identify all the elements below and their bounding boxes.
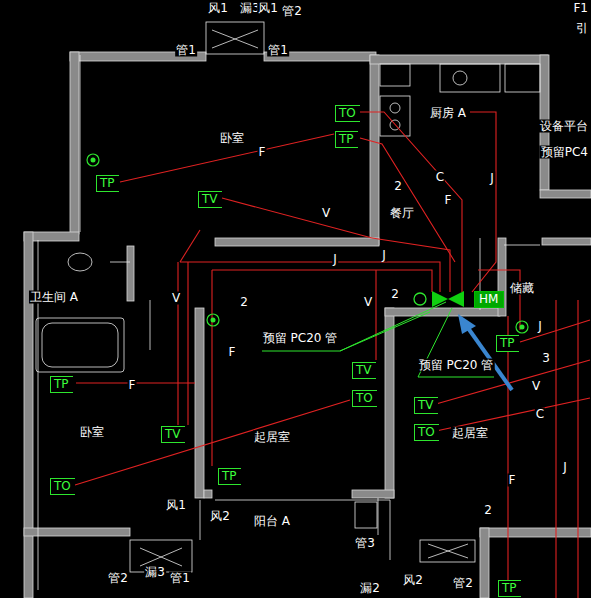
plan-label: 管1 bbox=[175, 44, 197, 57]
plan-label: V bbox=[363, 296, 373, 309]
plan-label: 管2 bbox=[452, 577, 474, 590]
plan-label: 卧室 bbox=[79, 426, 105, 439]
outlet-symbol: TP bbox=[335, 131, 358, 148]
plan-label: 预留 PC20 管 bbox=[262, 332, 339, 345]
plan-label: 3 bbox=[541, 352, 551, 365]
plan-label: C bbox=[435, 171, 445, 184]
walls bbox=[24, 52, 591, 598]
outlet-symbol: TO bbox=[414, 424, 439, 441]
outlet-symbol: TP bbox=[496, 335, 519, 352]
outlet-code: HM bbox=[479, 292, 498, 306]
plan-label: 风1 bbox=[207, 2, 229, 15]
outlet-symbol: TO bbox=[335, 105, 360, 122]
plan-label: 卧室 bbox=[219, 132, 245, 145]
plan-label: 风1 bbox=[165, 499, 187, 512]
outlet-code: TP bbox=[339, 132, 354, 146]
plan-label: F1 bbox=[572, 1, 589, 14]
plan-label: 管2 bbox=[107, 572, 129, 585]
outlet-code: TO bbox=[339, 106, 356, 120]
plan-label: 漏3 bbox=[144, 566, 166, 579]
plan-label: J bbox=[537, 320, 543, 333]
outlet-code: TV bbox=[418, 398, 434, 412]
plan-label: 管1 bbox=[267, 44, 289, 57]
outlet-symbol: TP bbox=[498, 580, 521, 597]
plan-label: V bbox=[531, 380, 541, 393]
plan-label: 起居室 bbox=[253, 431, 291, 444]
plan-label: 管1 bbox=[169, 572, 191, 585]
plan-label: 餐厅 bbox=[389, 207, 415, 220]
outlet-symbol: TP bbox=[96, 175, 119, 192]
plan-label: 2 bbox=[483, 504, 493, 517]
outlet-symbol: TO bbox=[50, 478, 75, 495]
plan-label: F bbox=[228, 346, 237, 359]
plan-label: 预留 PC20 管 bbox=[418, 359, 495, 372]
plan-label: J bbox=[381, 249, 387, 262]
outlet-code: TP bbox=[502, 581, 517, 595]
plan-label: 储藏 bbox=[509, 282, 535, 295]
plan-label: 漏2 bbox=[359, 582, 381, 595]
plan-label: 阳台 A bbox=[253, 515, 291, 528]
plan-label: 2 bbox=[239, 296, 249, 309]
fixtures bbox=[36, 22, 540, 590]
plan-label: V bbox=[171, 292, 181, 305]
plan-label: 风1 bbox=[257, 1, 279, 14]
plan-label: 厨房 A bbox=[429, 107, 467, 120]
plan-label: 起居室 bbox=[451, 427, 489, 440]
plan-label: 管3 bbox=[354, 537, 376, 550]
plan-label: J bbox=[332, 253, 338, 266]
plan-label: 卫生间 A bbox=[29, 291, 79, 304]
plan-label: C bbox=[535, 408, 545, 421]
plan-label: V bbox=[321, 207, 331, 220]
plan-label: 管2 bbox=[281, 5, 303, 18]
plan-label: 2 bbox=[390, 288, 400, 301]
outlet-code: TP bbox=[500, 336, 515, 350]
plan-label: J bbox=[489, 172, 495, 185]
plan-label: 风2 bbox=[402, 574, 424, 587]
outlet-code: TO bbox=[54, 479, 71, 493]
symbols bbox=[87, 108, 528, 390]
plan-label: 风2 bbox=[209, 510, 231, 523]
outlet-code: TV bbox=[165, 427, 181, 441]
wires bbox=[75, 112, 590, 598]
plan-label: F bbox=[444, 194, 453, 207]
outlet-symbol: TV bbox=[161, 426, 185, 443]
outlet-symbol: TV bbox=[198, 191, 222, 208]
outlet-symbol: TV bbox=[414, 397, 438, 414]
outlet-code: TV bbox=[202, 192, 218, 206]
outlet-symbol: HM bbox=[474, 291, 504, 308]
outlet-code: TP bbox=[54, 377, 69, 391]
plan-label: 预留PC4 bbox=[540, 146, 589, 159]
plan-label: 2 bbox=[393, 180, 403, 193]
outlet-symbol: TP bbox=[50, 376, 73, 393]
outlet-code: TO bbox=[418, 425, 435, 439]
outlet-symbol: TV bbox=[352, 362, 376, 379]
plan-label: 设备平台 bbox=[539, 120, 589, 133]
outlet-symbol: TP bbox=[218, 468, 241, 485]
outlet-code: TO bbox=[356, 391, 373, 405]
outlet-code: TP bbox=[100, 176, 115, 190]
plan-label: J bbox=[562, 461, 568, 474]
plan-label: F bbox=[128, 379, 137, 392]
plan-label: F bbox=[508, 474, 517, 487]
outlet-code: TP bbox=[222, 469, 237, 483]
plan-label: 引 bbox=[575, 22, 589, 35]
plan-label: F bbox=[258, 146, 267, 159]
outlet-code: TV bbox=[356, 363, 372, 377]
outlet-symbol: TO bbox=[352, 390, 377, 407]
